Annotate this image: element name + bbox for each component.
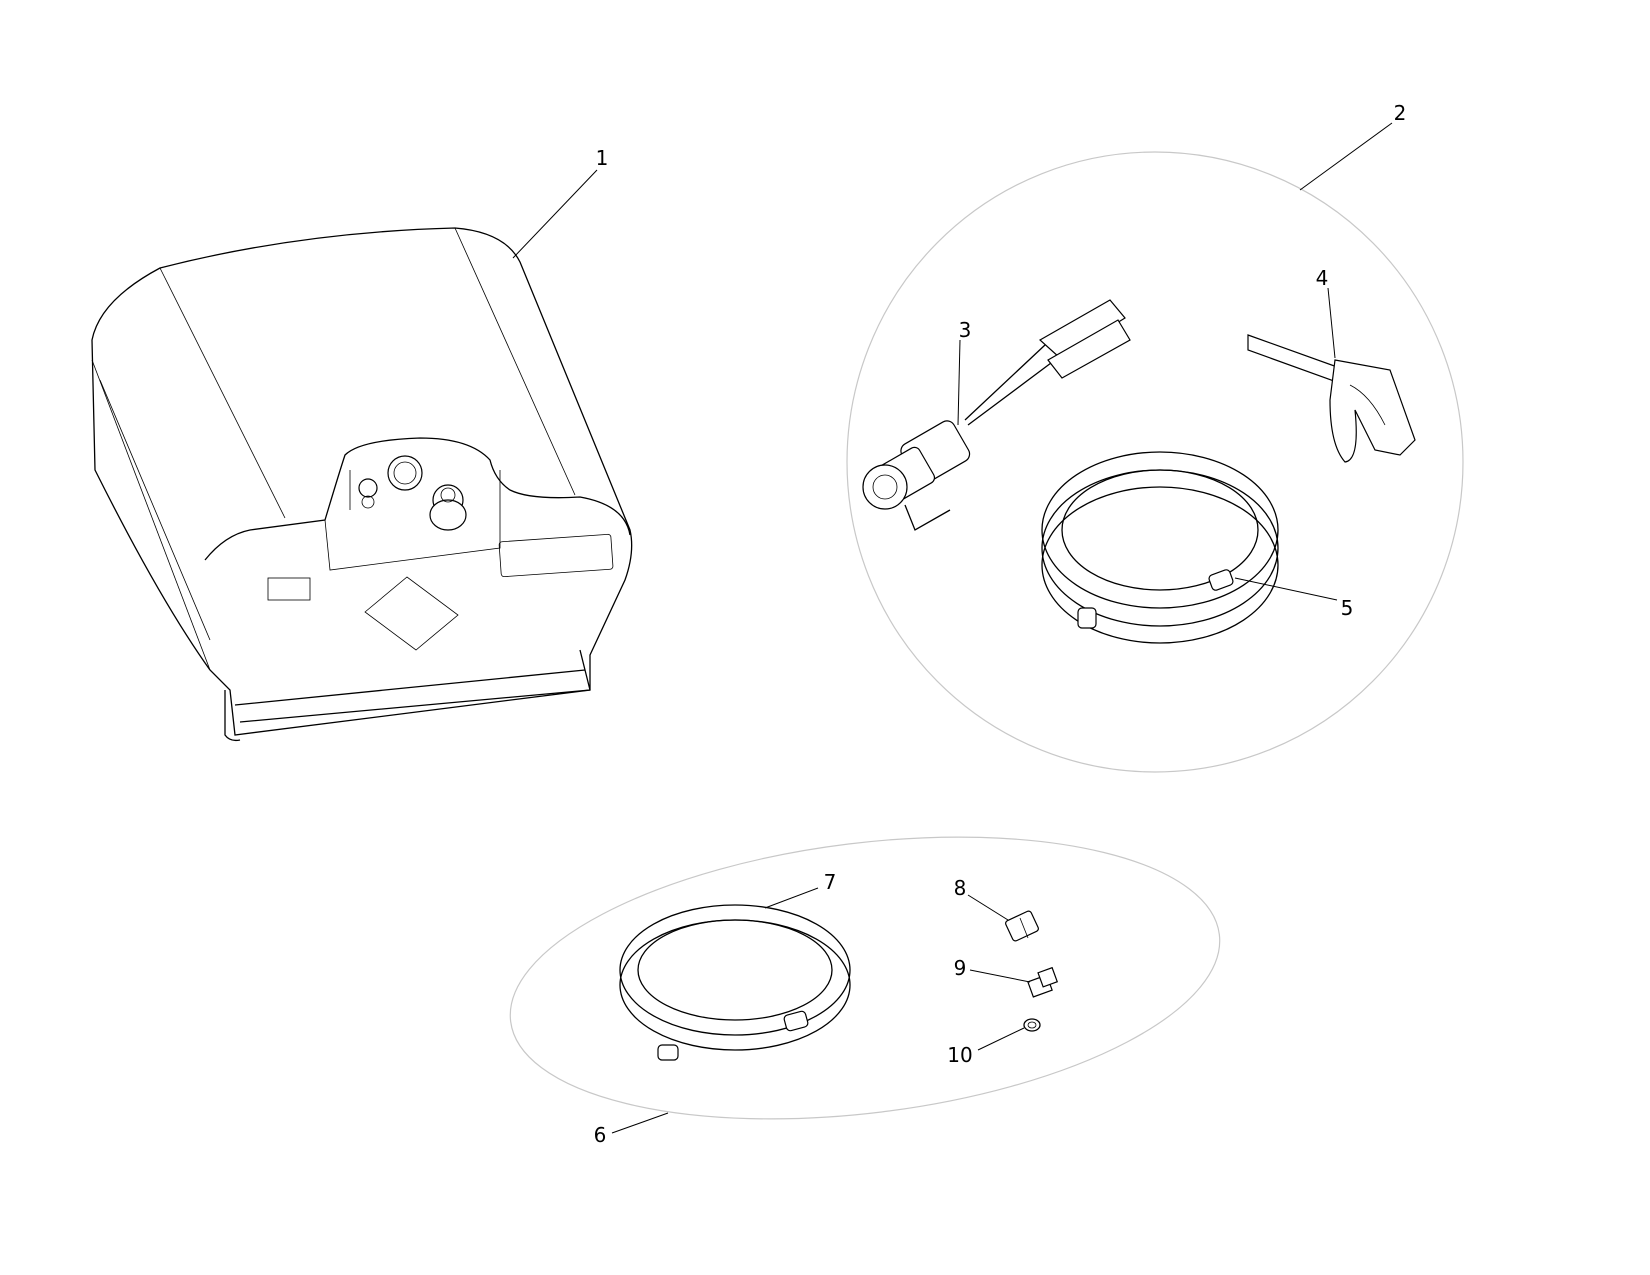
callout-2: 2 [1394, 101, 1407, 125]
callout-4: 4 [1316, 266, 1329, 290]
callout-6: 6 [594, 1123, 607, 1147]
tank-part-1 [91, 227, 633, 742]
fitting-part-8 [1005, 910, 1039, 942]
callout-5: 5 [1341, 596, 1354, 620]
hose-coil-part-5 [1041, 451, 1279, 644]
callout-9: 9 [954, 956, 967, 980]
elbow-part-9 [1027, 966, 1059, 998]
group-6-outline [509, 836, 1221, 1120]
hose-part-7 [619, 904, 851, 1061]
group-2-outline [846, 151, 1464, 773]
callout-3: 3 [959, 318, 972, 342]
callout-7: 7 [824, 870, 837, 894]
washer-part-10 [1023, 1018, 1041, 1032]
pump-part-3 [862, 299, 1131, 531]
callout-1: 1 [596, 146, 609, 170]
callout-10: 10 [947, 1043, 972, 1067]
nozzle-part-4 [1247, 334, 1416, 463]
callout-8: 8 [954, 876, 967, 900]
leader-lines [512, 122, 1393, 1134]
